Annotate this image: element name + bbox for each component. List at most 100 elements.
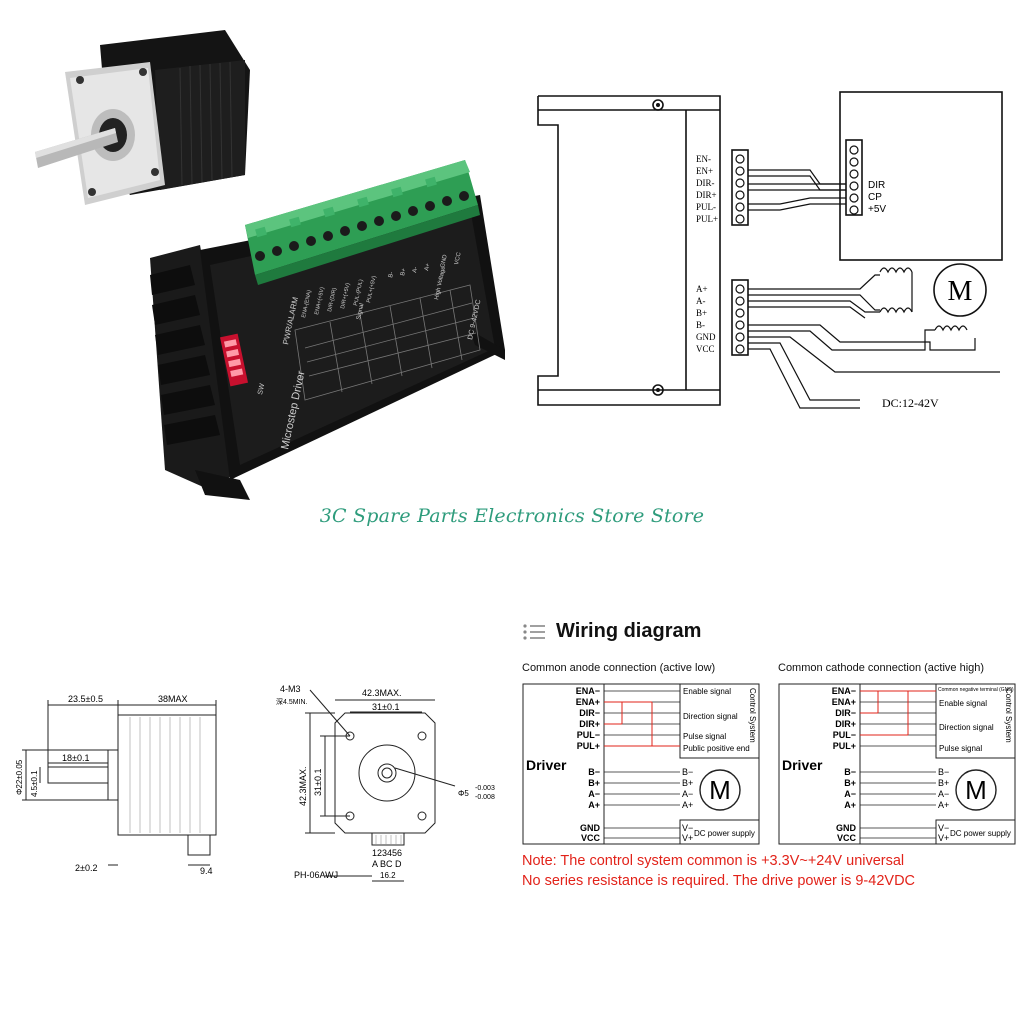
motor-side-dimensions: 23.5±0.5 38MAX 18±0.1 Φ22±0.05 4.5±0.1 2… xyxy=(15,694,217,876)
driver-ena-minus-label: ENA-(ENA) xyxy=(301,290,313,319)
dim-side-18: 18±0.1 xyxy=(62,753,89,763)
cathode-motor-r-b-minus: B− xyxy=(938,767,949,777)
driver-a-plus-label: A+ xyxy=(424,262,432,271)
driver-pul-plus-label: PUL+(+5V) xyxy=(366,275,378,303)
driver-pul-minus-label: PUL-(PUL) xyxy=(353,279,364,307)
anode-pin-ena-plus: ENA+ xyxy=(576,697,600,707)
schem-pin-b-plus: B+ xyxy=(696,308,707,318)
cathode-pin-dir-plus: DIR+ xyxy=(835,719,856,729)
wiring-note-2: No series resistance is required. The dr… xyxy=(522,873,916,889)
cathode-motor-b-minus: B− xyxy=(844,767,856,777)
cathode-motor-symbol: M xyxy=(965,775,987,805)
cathode-pin-dir-minus: DIR− xyxy=(835,708,856,718)
schem-pin-b-minus: B- xyxy=(696,320,705,330)
cathode-motor-r-a-plus: A+ xyxy=(938,800,949,810)
cathode-vcc: VCC xyxy=(837,833,857,843)
anode-v-plus: V+ xyxy=(682,833,693,843)
cathode-dc-supply: DC power supply xyxy=(950,829,1011,838)
dim-front-width: 42.3MAX. xyxy=(362,688,402,698)
cathode-v-minus: V− xyxy=(938,823,949,833)
driver-vcc-label: VCC xyxy=(454,251,463,265)
cathode-signal-direction: Direction signal xyxy=(939,723,994,732)
schem-ctrl-cp: CP xyxy=(868,192,882,203)
anode-v-minus: V− xyxy=(682,823,693,833)
cathode-signal-enable: Enable signal xyxy=(939,699,987,708)
anode-pin-dir-plus: DIR+ xyxy=(579,719,600,729)
dim-front-pitch-v: 31±0.1 xyxy=(313,769,323,796)
dim-front-pins: 123456 xyxy=(372,848,402,858)
wiring-title-row: Wiring diagram xyxy=(522,620,701,643)
driver-b-plus-label: B+ xyxy=(400,267,408,276)
cathode-control-system: Control System xyxy=(1004,688,1013,743)
anode-motor-b-plus: B+ xyxy=(588,778,600,788)
schem-motor-circle xyxy=(933,263,987,317)
driver-signal-label: Signal xyxy=(356,303,365,321)
schem-pin-dir-plus: DIR+ xyxy=(696,190,717,200)
cathode-signal-pulse: Pulse signal xyxy=(939,744,982,753)
cathode-pin-pul-minus: PUL− xyxy=(833,730,856,740)
dim-front-conn-width: 16.2 xyxy=(380,871,396,880)
anode-signal-enable: Enable signal xyxy=(683,687,731,696)
schem-pin-a-minus: A- xyxy=(696,296,706,306)
cathode-motor-r-a-minus: A− xyxy=(938,789,949,799)
dim-front-connector: PH-06AWJ xyxy=(294,870,338,880)
anode-motor-r-b-minus: B− xyxy=(682,767,693,777)
dim-side-2: 2±0.2 xyxy=(75,863,97,873)
anode-motor-r-b-plus: B+ xyxy=(682,778,693,788)
driver-sw-label: SW xyxy=(257,383,266,396)
dim-front-4-m3: 4-M3 xyxy=(280,684,301,694)
driver-b-minus-label: B- xyxy=(388,271,395,278)
store-watermark: 3C Spare Parts Electronics Store Store xyxy=(319,505,705,527)
driver-gnd-label: GND xyxy=(440,253,449,268)
dim-side-23-5: 23.5±0.5 xyxy=(68,694,103,704)
dim-side-9-4: 9.4 xyxy=(200,866,213,876)
cathode-motor-b-plus: B+ xyxy=(844,778,856,788)
schem-pin-a-plus: A+ xyxy=(696,284,708,294)
driver-a-minus-label: A- xyxy=(412,266,419,273)
schem-pin-vcc: VCC xyxy=(696,344,715,354)
schem-pin-en-plus: EN+ xyxy=(696,166,713,176)
motor-front-dimensions: 4-M3 深4.5MIN. 42.3MAX. 31±0.1 42.3MAX. 3… xyxy=(276,684,495,882)
wiring-title: Wiring diagram xyxy=(556,620,702,642)
stepper-driver-photo: Microstep Driver PWR/ALARM DC 9-42VDC SW… xyxy=(150,160,505,500)
cathode-pin-ena-minus: ENA− xyxy=(832,686,856,696)
dim-front-height: 42.3MAX. xyxy=(298,766,308,806)
anode-motor-a-minus: A− xyxy=(588,789,600,799)
dim-side-22: Φ22±0.05 xyxy=(15,759,24,795)
dim-front-phases: A BC D xyxy=(372,859,402,869)
anode-pin-pul-plus: PUL+ xyxy=(577,741,600,751)
anode-signal-pulse: Pulse signal xyxy=(683,732,726,741)
schem-pin-dir-minus: DIR- xyxy=(696,178,715,188)
schem-pin-gnd: GND xyxy=(696,332,716,342)
driver-dir-minus-label: DIR-(DIR) xyxy=(327,287,338,312)
anode-motor-r-a-plus: A+ xyxy=(682,800,693,810)
cathode-motor-a-plus: A+ xyxy=(844,800,856,810)
anode-vcc: VCC xyxy=(581,833,601,843)
schem-pin-pul-minus: PUL- xyxy=(696,202,716,212)
dim-front-depth: 深4.5MIN. xyxy=(276,697,308,706)
anode-gnd: GND xyxy=(580,823,601,833)
product-photo: Microstep Driver PWR/ALARM DC 9-42VDC SW… xyxy=(35,30,505,500)
anode-dc-supply: DC power supply xyxy=(694,829,755,838)
cathode-motor-a-minus: A− xyxy=(844,789,856,799)
anode-heading: Common anode connection (active low) xyxy=(522,662,716,674)
schem-motor-symbol: M xyxy=(948,276,973,307)
anode-motor-b-minus: B− xyxy=(588,767,600,777)
anode-signal-direction: Direction signal xyxy=(683,712,738,721)
schem-ctrl-5v: +5V xyxy=(868,204,886,215)
anode-motor-symbol: M xyxy=(709,775,731,805)
anode-control-system: Control System xyxy=(748,688,757,743)
dim-front-pitch-h: 31±0.1 xyxy=(372,702,399,712)
anode-pin-dir-minus: DIR− xyxy=(579,708,600,718)
driver-ena-plus-label: ENA+(+5V) xyxy=(314,286,326,315)
dim-side-38max: 38MAX xyxy=(158,694,188,704)
cathode-wiring-panel: Driver ENA− ENA+ DIR− DIR+ PUL− PUL+ Com… xyxy=(778,683,1016,845)
driver-dir-plus-label: DIR+(+5V) xyxy=(340,282,351,309)
anode-motor-a-plus: A+ xyxy=(588,800,600,810)
dim-front-shaft-tol-1: -0.003 xyxy=(475,785,495,792)
anode-wiring-panel: Driver ENA− ENA+ DIR− DIR+ PUL− PUL+ Ena… xyxy=(522,683,760,845)
schem-dc-label: DC:12-42V xyxy=(882,396,939,410)
cathode-pin-pul-plus: PUL+ xyxy=(833,741,856,751)
dim-side-4-5: 4.5±0.1 xyxy=(30,770,39,797)
cathode-driver-label: Driver xyxy=(782,757,823,773)
